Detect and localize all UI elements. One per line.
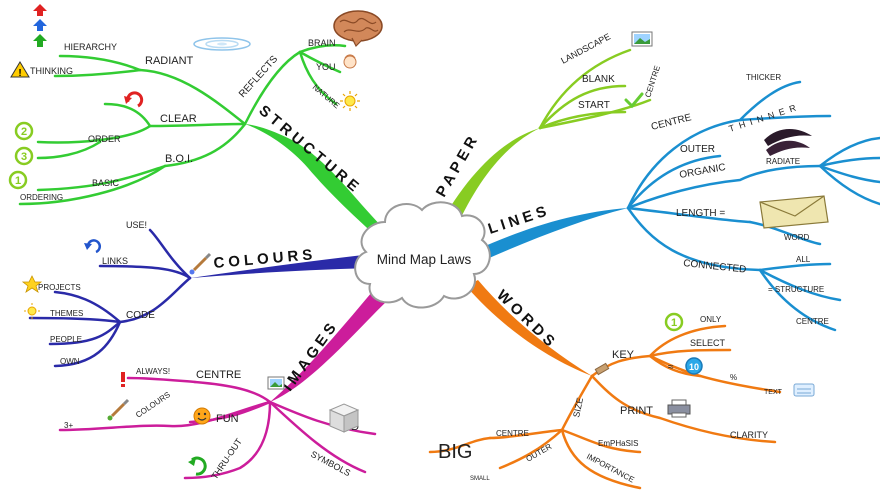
ten-badge: 10 xyxy=(685,357,703,375)
branch-words-main xyxy=(466,280,592,376)
node-fun: FUN xyxy=(216,413,239,425)
cube-icon xyxy=(328,403,360,433)
svg-text:1: 1 xyxy=(15,175,21,187)
face-icon xyxy=(343,54,357,69)
branch-images-main xyxy=(270,292,388,402)
node-length: LENGTH = xyxy=(676,208,725,219)
node-radiant: RADIANT xyxy=(145,55,194,67)
node-words-outer: OUTER xyxy=(525,442,554,464)
keyboard-icon xyxy=(793,383,815,397)
node-lines-centre: CENTRE xyxy=(650,112,693,133)
svg-text:3: 3 xyxy=(21,151,27,163)
node-only: ONLY xyxy=(700,315,722,324)
node-emphasis: EmPHaSIS xyxy=(598,439,638,448)
central-cloud: Mind Map Laws xyxy=(354,201,491,309)
node-ordering: ORDERING xyxy=(20,193,63,202)
node-word: WORD xyxy=(784,233,810,242)
node-own: OWN xyxy=(60,357,80,366)
node-people: PEOPLE xyxy=(50,335,82,344)
node-equals-structure: = STRUCTURE xyxy=(768,285,824,294)
node-always: ALWAYS! xyxy=(136,367,170,376)
branch-structure-main xyxy=(245,124,392,244)
branch-label-structure: STRUCTURE xyxy=(255,102,364,198)
node-brain: BRAIN xyxy=(308,38,336,48)
brain-icon xyxy=(333,10,383,48)
node-percent: % xyxy=(730,373,737,382)
node-thru-out: THRU-OUT xyxy=(209,436,244,481)
node-small: SMALL xyxy=(470,476,490,482)
recycle-icon xyxy=(188,456,207,476)
node-nature: NATURE xyxy=(311,83,342,111)
branch-colours-main xyxy=(190,254,372,278)
node-images-centre: CENTRE xyxy=(196,369,241,381)
number-badge-words-1: 1 xyxy=(664,312,684,332)
node-boi: B.O.I. xyxy=(165,153,193,165)
stacked-arrows-icon xyxy=(33,4,47,47)
warning-icon: ! xyxy=(10,61,30,79)
node-clarity: CLARITY xyxy=(730,430,768,440)
node-thicker: THICKER xyxy=(746,73,781,82)
node-key: KEY xyxy=(612,349,635,361)
node-print: PRINT xyxy=(620,405,653,417)
node-text: TEXT xyxy=(764,389,783,396)
svg-text:2: 2 xyxy=(21,126,27,138)
key-icon xyxy=(594,362,610,376)
branch-lines-main xyxy=(476,208,628,262)
node-order: ORDER xyxy=(88,134,121,144)
node-clear: CLEAR xyxy=(160,113,197,125)
paintbrush-icon-images xyxy=(107,398,130,421)
paintbrush-icon xyxy=(189,252,212,275)
branch-paper-main xyxy=(440,128,540,228)
node-big: BIG xyxy=(438,441,472,463)
sun-icon xyxy=(340,91,360,111)
node-themes: THEMES xyxy=(50,309,83,318)
smiley-icon xyxy=(193,407,211,425)
picture-icon-landscape xyxy=(631,31,653,47)
node-words-centre: CENTRE xyxy=(496,429,529,438)
node-all: ALL xyxy=(796,255,811,264)
node-paper-centre: CENTRE xyxy=(643,65,662,99)
node-projects: PROJECTS xyxy=(38,283,81,292)
node-approx: ≈ xyxy=(668,362,674,373)
node-images-colours: COLOURS xyxy=(134,390,172,420)
printer-icon xyxy=(667,399,691,418)
links-arrow-icon xyxy=(84,239,101,254)
number-badge-1: 1 xyxy=(8,170,28,190)
light-bulb-icon xyxy=(24,303,40,319)
node-radiate: RADIATE xyxy=(766,157,800,166)
star-icon xyxy=(21,275,43,293)
node-size: SIZE xyxy=(571,397,585,419)
node-code: CODE xyxy=(126,310,155,321)
node-three-plus: 3+ xyxy=(64,421,73,430)
undo-arrow-icon xyxy=(124,91,144,108)
checkmark-icon xyxy=(624,92,644,109)
node-use: USE! xyxy=(126,220,147,230)
exclamation-icon xyxy=(121,372,125,387)
node-outer: OUTER xyxy=(680,144,715,155)
node-start: START xyxy=(578,100,610,111)
node-hierarchy: HIERARCHY xyxy=(64,42,117,52)
svg-text:1: 1 xyxy=(671,317,677,329)
node-lines-centre-2: CENTRE xyxy=(796,317,829,326)
node-select: SELECT xyxy=(690,338,726,348)
central-title: Mind Map Laws xyxy=(377,252,472,267)
node-basic: BASIC xyxy=(92,178,120,188)
node-blank: BLANK xyxy=(582,74,615,85)
svg-text:10: 10 xyxy=(689,362,699,372)
picture-icon xyxy=(267,376,285,390)
node-thinking: THINKING xyxy=(30,66,73,76)
svg-text:!: ! xyxy=(18,68,21,79)
feather-icon xyxy=(764,129,812,156)
number-badge-3: 3 xyxy=(14,146,34,166)
water-drop-icon xyxy=(193,37,251,51)
envelope-icon xyxy=(759,195,829,229)
node-connected: CONNECTED xyxy=(683,258,747,276)
node-links: LINKS xyxy=(102,256,128,266)
node-you: YOU xyxy=(316,62,336,72)
number-badge-2: 2 xyxy=(14,121,34,141)
branch-label-images: IMAGES xyxy=(279,317,342,394)
